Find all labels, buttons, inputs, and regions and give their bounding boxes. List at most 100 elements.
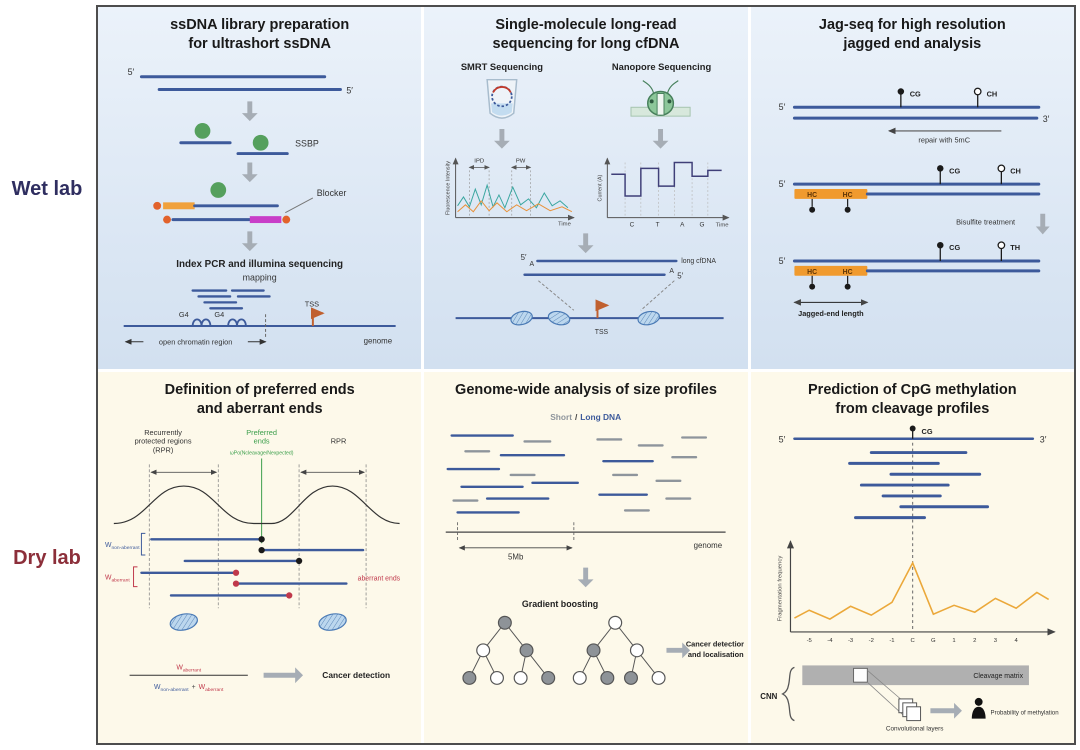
ipd-label: IPD: [475, 158, 485, 164]
hc-label: HC: [807, 192, 817, 199]
five-prime-label: 5′: [778, 102, 785, 112]
panel1-title-line1: ssDNA library preparation: [170, 17, 350, 33]
blocker-stage: Blocker: [153, 181, 346, 224]
tss-arrow-icon: [310, 306, 325, 326]
genome-label: genome: [694, 541, 723, 550]
base-label: G: [700, 221, 705, 228]
region-labels: Recurrently protected regions (RPR) Pref…: [135, 428, 347, 457]
row-label-dry-lab: Dry lab: [13, 547, 81, 569]
hc-label: HC: [842, 268, 852, 275]
ch-label: CH: [1010, 166, 1021, 175]
five-prime-label: 5′: [778, 179, 785, 189]
jagged-duplex-native: 5′ CG CH 3′ repair with 5mC: [778, 87, 1049, 144]
panel5-title-line1: Genome-wide analysis of size profiles: [455, 382, 717, 398]
a-overhang-label: A: [670, 267, 675, 274]
ssbp-protein: [194, 122, 211, 139]
methylated-cpg-icon: [936, 164, 944, 172]
x-tick-label: C: [910, 637, 915, 643]
x-tick-label: G: [931, 637, 936, 643]
time-axis-label: Time: [716, 222, 730, 228]
hc-label: HC: [807, 268, 817, 275]
down-arrow-icon: [652, 128, 669, 149]
decision-trees: [462, 615, 666, 685]
open-chromatin-label: open chromatin region: [159, 337, 232, 346]
panel1-title-line2: for ultrashort ssDNA: [188, 35, 331, 52]
nucleosome-icon: [318, 612, 347, 631]
three-prime-label: 3′: [1039, 434, 1046, 444]
hc-label: HC: [842, 192, 852, 199]
methylated-cpg-icon: [897, 87, 904, 95]
genome-label: genome: [364, 336, 393, 345]
x-tick-label: 2: [973, 637, 976, 643]
x-tick-label: -3: [848, 637, 854, 643]
down-arrow-icon: [241, 162, 258, 182]
five-prime-label: 5′: [128, 66, 135, 76]
down-arrow-icon: [241, 101, 258, 121]
probability-label: Probability of methylation: [990, 709, 1058, 716]
fragment-reads: [140, 537, 365, 597]
panel4-title-line2: and aberrant ends: [196, 400, 323, 417]
g4-label: G4: [179, 310, 189, 319]
fluorescence-axis-label: Fluorescence Intensity: [446, 160, 452, 214]
bisulfite-label: Bisulfite treatment: [956, 217, 1015, 226]
p2-illustration: SMRT Sequencing Nanopore Sequencing Fl: [446, 62, 730, 336]
panel1-title: ssDNA library preparation for ultrashort…: [102, 16, 417, 54]
genome-track: G4 G4 TSS open chromatin region genome: [123, 299, 396, 346]
fragmentation-axis-label: Fragmentation frequency: [777, 555, 783, 621]
mapping-label: mapping: [243, 272, 277, 282]
down-arrow-icon: [494, 128, 511, 149]
genome-axis: 5Mb genome: [446, 522, 726, 562]
repaired-segment: [794, 265, 867, 276]
protection-curve: [113, 485, 400, 524]
smrt-trace-plot: Fluorescence Intensity IPD PW Time: [446, 157, 576, 227]
panel-cpg-prediction: Prediction of CpG methylation from cleav…: [750, 372, 1074, 743]
cnn-label: CNN: [760, 692, 777, 701]
p4-illustration: Recurrently protected regions (RPR) Pref…: [105, 428, 401, 693]
fragment-cloud: [446, 434, 708, 514]
preferred-ends-label: ends: [254, 436, 270, 445]
five-prime-label: 5′: [678, 271, 684, 280]
five-prime-label: 5′: [521, 253, 527, 262]
tss-arrow-icon: [595, 299, 610, 318]
base-label: T: [656, 221, 660, 228]
ch-label: CH: [986, 89, 997, 98]
ssbp-protein: [210, 181, 227, 198]
w-aberrant-label: Waberrant: [105, 574, 130, 583]
nanopore-icon: [630, 79, 691, 117]
kernel-window: [852, 667, 868, 683]
unmethylated-ch-icon: [973, 87, 982, 96]
panel2-title-line1: Single-molecule long-read: [495, 17, 677, 33]
p3-illustration: 5′ CG CH 3′ repair with 5mC 5′ CG: [778, 87, 1050, 318]
base-label: C: [630, 221, 635, 228]
size-legend: Short/Long DNA: [551, 412, 622, 422]
ssbp-stage: SSBP: [179, 122, 319, 155]
preferred-ends-formula: ωPo(Ncleavage/Nexpected): [230, 450, 294, 456]
smrt-label: SMRT Sequencing: [461, 62, 543, 72]
brace-icon: [780, 666, 795, 721]
x-tick-label: -2: [868, 637, 873, 643]
down-arrow-icon: [1035, 213, 1050, 235]
result-label: and localisation: [688, 650, 743, 659]
panel5-title: Genome-wide analysis of size profiles: [428, 381, 743, 400]
g4-label: G4: [214, 310, 224, 319]
rpr-label: protected regions: [135, 436, 192, 445]
aberrant-ends-label: aberrant ends: [358, 575, 401, 582]
cg-label: CG: [921, 427, 932, 436]
panel3-title: Jag-seq for high resolution jagged end a…: [755, 16, 1070, 54]
gradient-boosting-label: Gradient boosting: [522, 599, 598, 609]
cnn-block: CNN Cleavage matrix Convolutional layers…: [760, 665, 1058, 732]
p1-illustration: 5′ 5′ SSBP: [123, 66, 396, 346]
five-prime-label: 5′: [778, 434, 785, 444]
end-markers: [232, 535, 303, 599]
jagged-duplex-converted: 5′ CG TH HC HC: [778, 241, 1040, 290]
ssbp-protein: [252, 134, 269, 151]
down-arrow-icon: [241, 231, 258, 251]
down-arrow-icon: [578, 233, 594, 253]
current-axis-label: Current (A): [598, 174, 604, 201]
panel6-title: Prediction of CpG methylation from cleav…: [755, 381, 1070, 419]
x-tick-label: 3: [993, 637, 997, 643]
panel2-title-line2: sequencing for long cfDNA: [492, 35, 680, 52]
rpr-right-label: RPR: [331, 436, 347, 445]
bin-size-label: 5Mb: [508, 553, 524, 562]
panel3-title-line1: Jag-seq for high resolution: [818, 17, 1006, 33]
